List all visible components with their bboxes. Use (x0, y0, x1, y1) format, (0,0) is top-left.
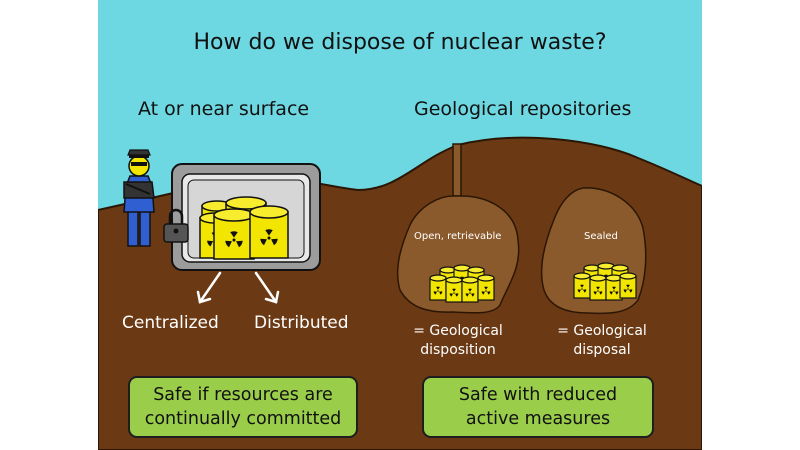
heading-geological: Geological repositories (414, 98, 632, 120)
summary-box-geological: Safe with reduced active measures (422, 376, 654, 438)
arrow-centralized (196, 271, 222, 304)
summary-box-surface: Safe if resources are continually commit… (128, 376, 358, 438)
option-distributed: Distributed (254, 313, 349, 333)
guard-figure-icon (123, 149, 155, 247)
diagram-title: How do we dispose of nuclear waste? (193, 30, 607, 55)
summary-surface-line1: Safe if resources are (153, 385, 333, 405)
repository-shaft (452, 143, 462, 197)
option-centralized: Centralized (122, 313, 219, 333)
arrow-distributed (254, 271, 280, 304)
result-disposition-line1: = Geological (413, 323, 503, 339)
result-disposal-line1: = Geological (557, 323, 647, 339)
result-disposition: = Geological disposition (410, 322, 506, 360)
padlock-icon (163, 208, 189, 243)
diagram-scene: How do we dispose of nuclear waste? At o… (98, 0, 702, 450)
barrel-stack-open (430, 265, 494, 302)
label-sealed: Sealed (584, 231, 618, 242)
result-disposition-line2: disposition (420, 342, 496, 358)
heading-surface: At or near surface (138, 98, 310, 120)
result-disposal: = Geological disposal (554, 322, 650, 360)
summary-surface-line2: continually committed (144, 409, 342, 429)
summary-geological-line2: active measures (465, 409, 611, 429)
storage-vault-icon (163, 163, 321, 271)
label-open-retrievable: Open, retrievable (414, 231, 502, 242)
result-disposal-line2: disposal (573, 342, 631, 358)
summary-geological-line1: Safe with reduced (458, 385, 618, 405)
diagram-illustration (98, 0, 702, 450)
